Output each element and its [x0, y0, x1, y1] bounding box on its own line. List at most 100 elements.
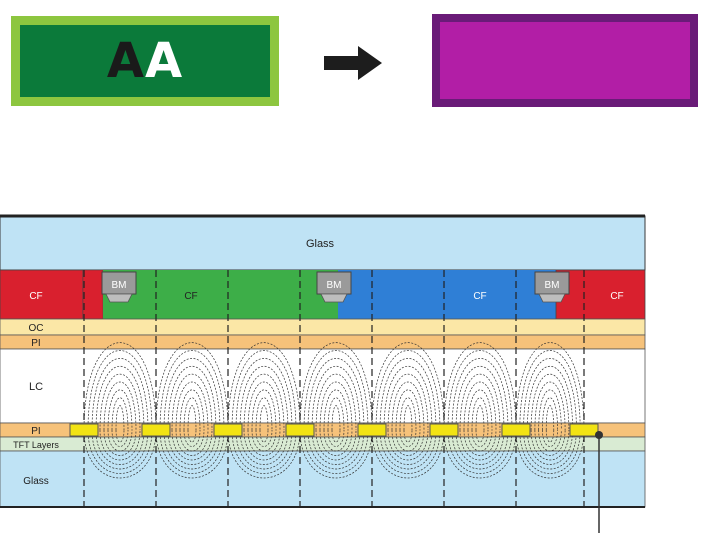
electrode-6 [429, 423, 459, 437]
field-line-upper [99, 373, 141, 431]
field-line-upper [530, 373, 570, 431]
field-line-lower [323, 429, 349, 452]
aa-label: AA [107, 33, 183, 89]
label-glass-top: Glass [306, 238, 335, 250]
field-line-upper [523, 358, 577, 431]
field-line-upper [243, 373, 285, 431]
field-line-lower [107, 429, 133, 452]
aa-letter-light: A [145, 33, 184, 89]
green-color-box: AA [11, 16, 279, 106]
field-line-upper [235, 358, 293, 431]
field-line-lower [395, 429, 421, 452]
field-line-lower [447, 429, 513, 474]
field-line-upper [375, 350, 441, 431]
field-line-lower [471, 429, 489, 447]
field-line-lower [179, 429, 205, 452]
field-line-lower [383, 429, 433, 465]
field-line-lower [538, 429, 562, 452]
cf-red-right [555, 269, 646, 320]
field-line-lower [95, 429, 145, 465]
field-line-upper [179, 389, 205, 431]
field-line-upper [91, 358, 149, 431]
field-line-upper [403, 405, 413, 431]
cf-red-small-left [82, 269, 104, 320]
field-line-upper [534, 381, 566, 431]
field-line-upper [379, 358, 437, 431]
field-line-lower [315, 429, 357, 461]
field-line-upper [467, 389, 493, 431]
field-line-upper [231, 350, 297, 431]
field-line-upper [463, 381, 497, 431]
field-line-lower [175, 429, 209, 456]
field-line-upper [303, 350, 369, 431]
field-line-lower [255, 429, 273, 447]
field-line-lower [375, 429, 441, 474]
field-line-lower [327, 429, 345, 447]
bm-block-1 [101, 271, 137, 303]
field-line-lower [303, 429, 369, 474]
cf-blue-region [338, 270, 556, 319]
field-line-lower [103, 429, 137, 456]
field-line-upper [515, 342, 585, 431]
aa-letter-dark: A [106, 33, 145, 89]
field-line-upper [247, 381, 281, 431]
field-line-upper [395, 389, 421, 431]
label-glass-bottom: Glass [23, 476, 49, 487]
field-line-lower [307, 429, 365, 470]
field-line-upper [315, 373, 357, 431]
field-line-upper [399, 397, 417, 431]
field-line-upper [251, 389, 277, 431]
field-line-lower [251, 429, 277, 452]
field-line-lower [171, 429, 213, 461]
field-line-lower [111, 429, 129, 447]
field-line-lower [526, 429, 574, 465]
field-line-upper [183, 397, 201, 431]
label-pi-bottom: PI [31, 426, 40, 437]
electrodes [69, 423, 599, 437]
electrode-5 [357, 423, 387, 437]
field-line-lower [379, 429, 437, 470]
label-cf-blue: CF [473, 291, 486, 302]
field-line-lower [227, 429, 301, 479]
field-line-lower [387, 429, 429, 461]
lcd-cross-section-diagram: Glass CF CF CF CF BM BM BM OC PI LC PI T… [0, 214, 646, 533]
field-line-lower [319, 429, 353, 456]
field-line-lower [530, 429, 570, 461]
field-line-lower [443, 429, 517, 479]
label-bm-1: BM [112, 280, 127, 291]
field-line-lower [391, 429, 425, 456]
field-line-lower [399, 429, 417, 447]
field-line-upper [519, 350, 581, 431]
field-line-upper [83, 342, 157, 431]
label-tft: TFT Layers [13, 440, 59, 450]
field-line-lower [463, 429, 497, 456]
label-cf-left: CF [29, 291, 42, 302]
field-line-upper [259, 405, 269, 431]
glass-top-layer [0, 215, 646, 271]
field-line-lower [459, 429, 501, 461]
field-line-lower [467, 429, 493, 452]
field-line-upper [451, 358, 509, 431]
field-line-upper [542, 397, 558, 431]
field-line-lower [163, 429, 221, 470]
field-line-upper [391, 381, 425, 431]
label-bm-2: BM [327, 280, 342, 291]
field-line-upper [526, 366, 574, 431]
field-line-lower [534, 429, 566, 456]
field-line-upper [171, 373, 213, 431]
field-line-upper [163, 358, 221, 431]
field-line-lower [235, 429, 293, 470]
bm-block-2 [316, 271, 352, 303]
label-bm-3: BM [545, 280, 560, 291]
field-line-upper [299, 342, 373, 431]
purple-color-box [432, 14, 698, 107]
cf-red-left [0, 269, 84, 320]
field-line-upper [545, 405, 555, 431]
field-line-upper [155, 342, 229, 431]
lc-layer [0, 348, 646, 424]
bm-block-3 [534, 271, 570, 303]
field-line-upper [471, 397, 489, 431]
field-line-lower [239, 429, 289, 465]
field-line-upper [323, 389, 349, 431]
field-line-lower [455, 429, 505, 465]
